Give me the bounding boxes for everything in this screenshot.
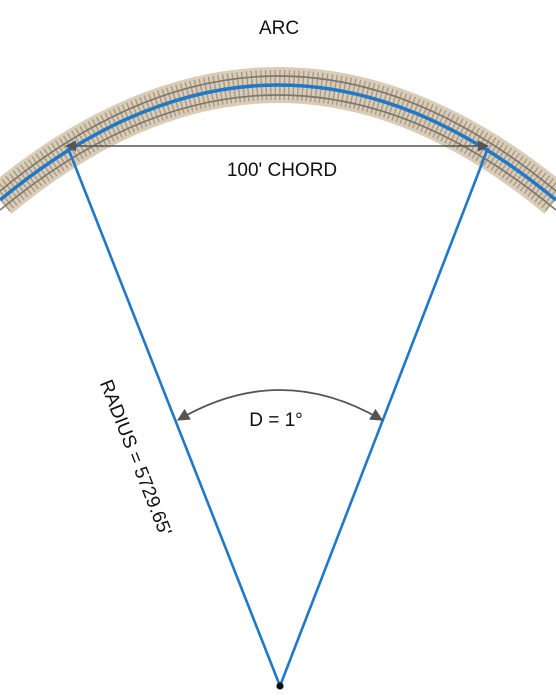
arc-label: ARC bbox=[259, 18, 299, 39]
track-rail-outer bbox=[0, 75, 556, 192]
radius-label: RADIUS = 5729.65' bbox=[95, 377, 175, 539]
track-rail-inner bbox=[0, 94, 556, 211]
angle-arc bbox=[176, 389, 384, 421]
radius-line-left bbox=[66, 147, 282, 687]
center-point bbox=[276, 682, 284, 690]
angle-label: D = 1° bbox=[249, 410, 303, 431]
radius-line-right bbox=[278, 147, 490, 687]
chord-label: 100' CHORD bbox=[227, 160, 337, 181]
